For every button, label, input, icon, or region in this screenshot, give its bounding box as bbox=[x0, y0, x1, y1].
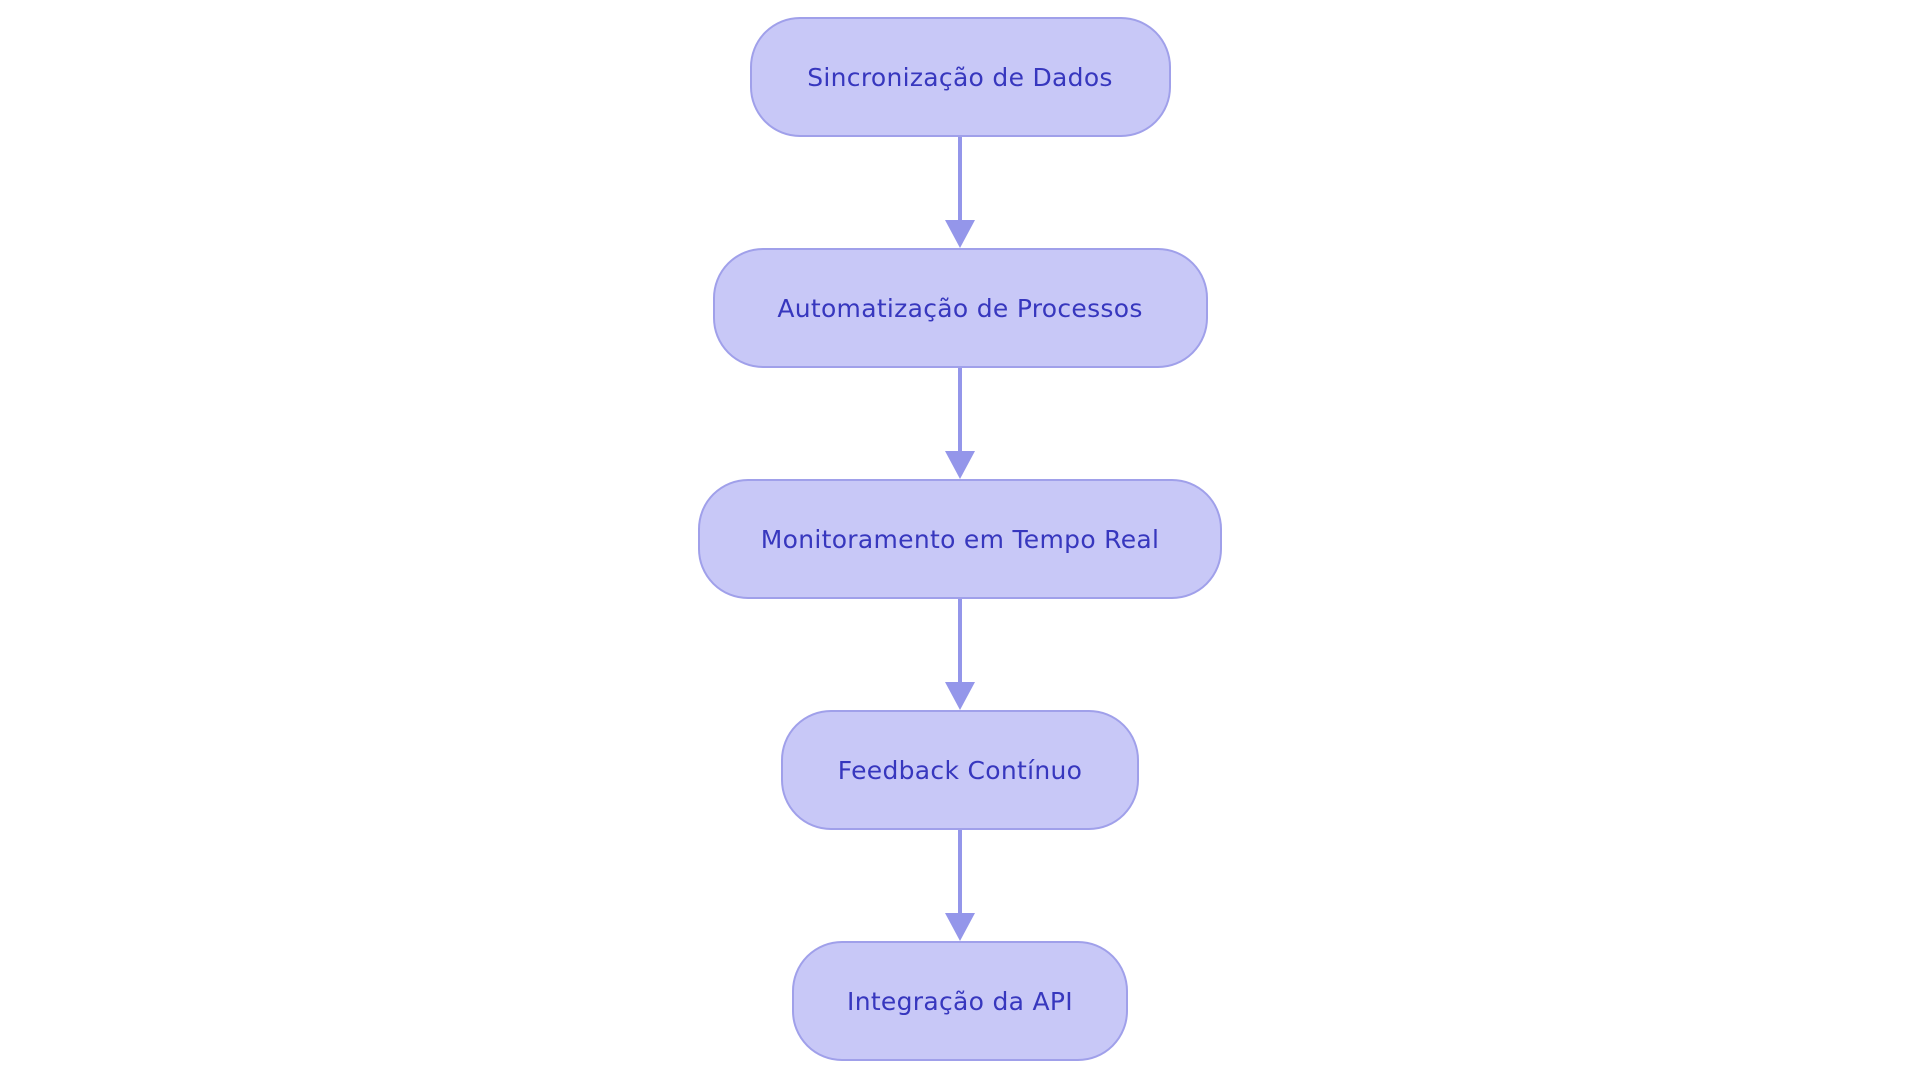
node-feedback-continuo: Feedback Contínuo bbox=[781, 710, 1139, 830]
node-automatizacao-de-processos: Automatização de Processos bbox=[712, 248, 1208, 368]
node-sincronizacao-de-dados: Sincronização de Dados bbox=[749, 17, 1171, 137]
arrow-head-icon bbox=[945, 451, 975, 479]
node-integracao-da-api: Integração da API bbox=[792, 941, 1128, 1061]
edge-arrow-3 bbox=[945, 599, 975, 710]
arrow-head-icon bbox=[945, 913, 975, 941]
edge-arrow-2 bbox=[945, 368, 975, 479]
node-label: Automatização de Processos bbox=[777, 293, 1143, 323]
arrow-line bbox=[958, 137, 962, 220]
node-label: Sincronização de Dados bbox=[807, 62, 1113, 92]
arrow-line bbox=[958, 599, 962, 682]
arrow-line bbox=[958, 830, 962, 913]
arrow-line bbox=[958, 368, 962, 451]
node-label: Integração da API bbox=[847, 986, 1073, 1016]
arrow-head-icon bbox=[945, 220, 975, 248]
arrow-head-icon bbox=[945, 682, 975, 710]
edge-arrow-4 bbox=[945, 830, 975, 941]
node-label: Feedback Contínuo bbox=[837, 755, 1083, 785]
node-monitoramento-em-tempo-real: Monitoramento em Tempo Real bbox=[698, 479, 1222, 599]
node-label: Monitoramento em Tempo Real bbox=[760, 524, 1160, 554]
edge-arrow-1 bbox=[945, 137, 975, 248]
